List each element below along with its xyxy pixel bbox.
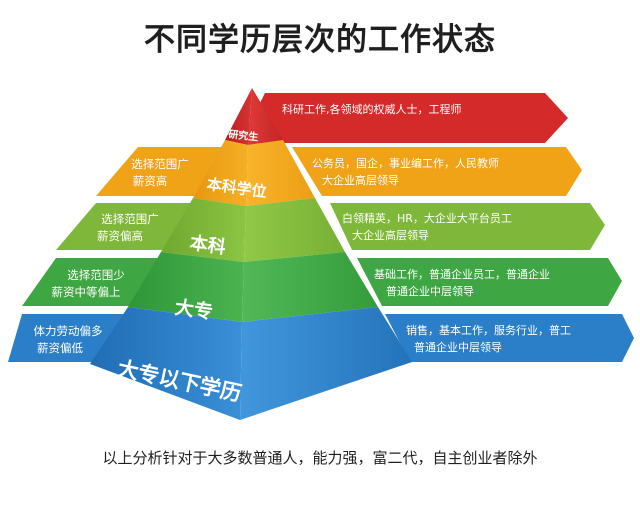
pyramid-label-research: 研究生 (228, 127, 259, 143)
banner-left-bachelor-degree (96, 147, 224, 196)
left-text-junior-college-1: 选择范围少 (67, 268, 125, 282)
banner-right-junior-college (357, 258, 622, 306)
left-text-junior-college-2: 薪资中等偏上 (52, 285, 121, 299)
banner-right-below-college (385, 314, 634, 362)
right-text-below-college-2: 普通企业中层领导 (414, 340, 502, 354)
banner-left-junior-college (22, 258, 168, 306)
pyramid-band-bachelor (161, 198, 345, 262)
pyramid-band-junior-college (128, 252, 378, 322)
left-text-below-college-2: 薪资偏低 (37, 341, 83, 355)
pyramid-band-below-college (90, 307, 412, 420)
pyramid-band-research (225, 88, 283, 145)
banner-right-research (240, 93, 568, 143)
pyramid-label-bachelor: 本科 (188, 232, 227, 259)
right-text-bachelor-2: 大企业高层领导 (352, 228, 429, 242)
pyramid-label-junior-college: 大专 (173, 296, 214, 324)
right-text-bachelor-degree-1: 公务员，国企，事业编工作，人民教师 (312, 156, 499, 170)
right-text-junior-college-2: 普通企业中层领导 (386, 284, 474, 298)
right-text-bachelor-1: 白领精英，HR，大企业大平台员工 (342, 211, 512, 225)
right-text-junior-college-1: 基础工作，普通企业员工，普通企业 (374, 267, 550, 281)
banner-right-bachelor-degree (292, 147, 582, 196)
right-text-below-college-1: 销售，基本工作，服务行业，普工 (406, 323, 571, 337)
left-text-bachelor-degree-1: 选择范围广 (131, 157, 189, 171)
left-text-bachelor-degree-2: 薪资高 (133, 174, 168, 188)
banner-left-bachelor (56, 203, 196, 250)
pyramid-band-bachelor-degree (193, 140, 315, 206)
page-title: 不同学历层次的工作状态 (144, 22, 496, 58)
right-text-bachelor-degree-2: 大企业高层领导 (322, 173, 399, 187)
left-text-bachelor-1: 选择范围广 (101, 212, 159, 226)
left-text-bachelor-2: 薪资偏高 (97, 229, 143, 243)
banner-right-bachelor (330, 203, 605, 250)
left-text-below-college-1: 体力劳动偏多 (34, 324, 103, 338)
footer-note: 以上分析针对于大多数普通人，能力强，富二代，自主创业者除外 (102, 449, 538, 467)
right-text-research-1: 科研工作,各领域的权威人士，工程师 (282, 102, 462, 116)
